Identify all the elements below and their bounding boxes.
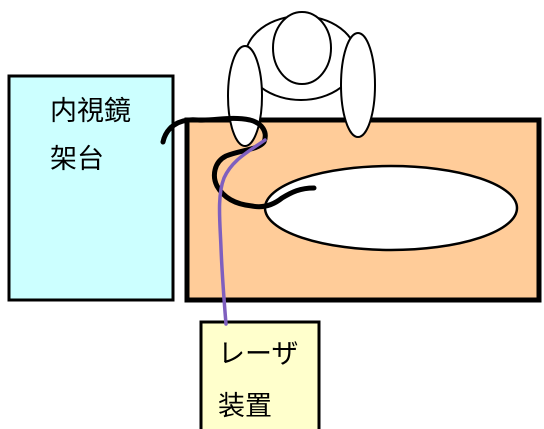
operator-right-arm — [340, 32, 376, 138]
laser-fiber — [217, 138, 267, 326]
laser-device — [199, 320, 321, 429]
operator-left-arm — [227, 45, 263, 147]
patient — [263, 164, 519, 252]
laser-device-label-line-2: 装置 — [218, 391, 272, 422]
endoscope-stand-label-line-2: 架台 — [50, 144, 104, 175]
endoscope-stand — [7, 74, 175, 302]
endoscope-stand-label-line-1: 内視鏡 — [50, 96, 131, 127]
operator-head — [272, 11, 332, 85]
endoscope-cable — [160, 115, 317, 210]
laser-device-label-line-1: レーザ — [218, 339, 299, 370]
